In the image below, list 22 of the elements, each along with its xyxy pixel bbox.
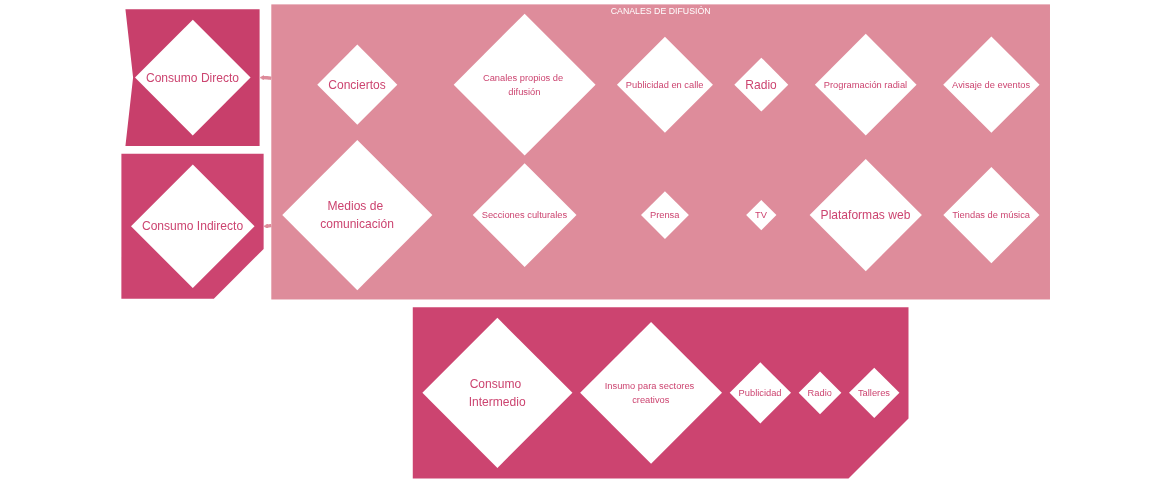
- node-diamond: Avisaje de eventos: [943, 36, 1040, 133]
- node-diamond: Consumo Indirecto: [131, 164, 255, 289]
- node-diamond: Consumo Intermedio: [422, 317, 573, 468]
- node-diamond: TV: [746, 200, 777, 231]
- node-diamond: Publicidad en calle: [617, 36, 714, 133]
- node-diamond: Plataformas web: [809, 159, 923, 272]
- node-diamond: Tiendas de música: [943, 167, 1040, 264]
- node-diamond: Canales propios de difusión: [454, 13, 596, 156]
- node-diamond: Insumo para sectores creativos: [580, 321, 723, 464]
- node-diamond: Conciertos: [317, 44, 398, 125]
- node-diamond: Secciones culturales: [473, 163, 577, 267]
- node-diamond: Medios de comunicación: [282, 140, 433, 291]
- node-diamond: Publicidad: [730, 362, 792, 424]
- cluster: [413, 307, 909, 479]
- node-diamond: Consumo Directo: [135, 19, 251, 136]
- node-diamond: Prensa: [641, 191, 690, 240]
- cluster: [121, 153, 264, 299]
- node-diamond: Talleres: [849, 367, 900, 419]
- node-diamond: Programación radial: [815, 33, 917, 136]
- cluster: [125, 9, 260, 147]
- node-diamond: Radio: [734, 57, 789, 112]
- node-diamond: Radio: [799, 371, 842, 415]
